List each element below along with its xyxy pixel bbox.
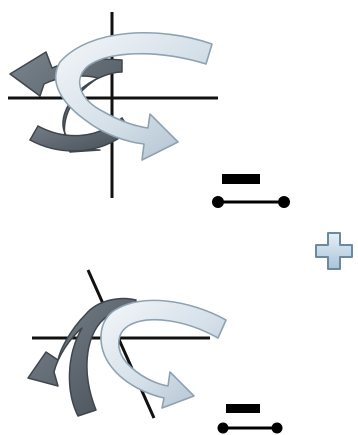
lower-light-arrow — [101, 300, 226, 408]
upper-panel — [8, 12, 290, 208]
lower-tilted-axis — [88, 270, 154, 418]
lower-bond-symbol — [218, 404, 283, 434]
lower-panel — [28, 270, 283, 434]
plus-icon — [316, 233, 352, 269]
upper-bond-symbol — [212, 174, 290, 208]
